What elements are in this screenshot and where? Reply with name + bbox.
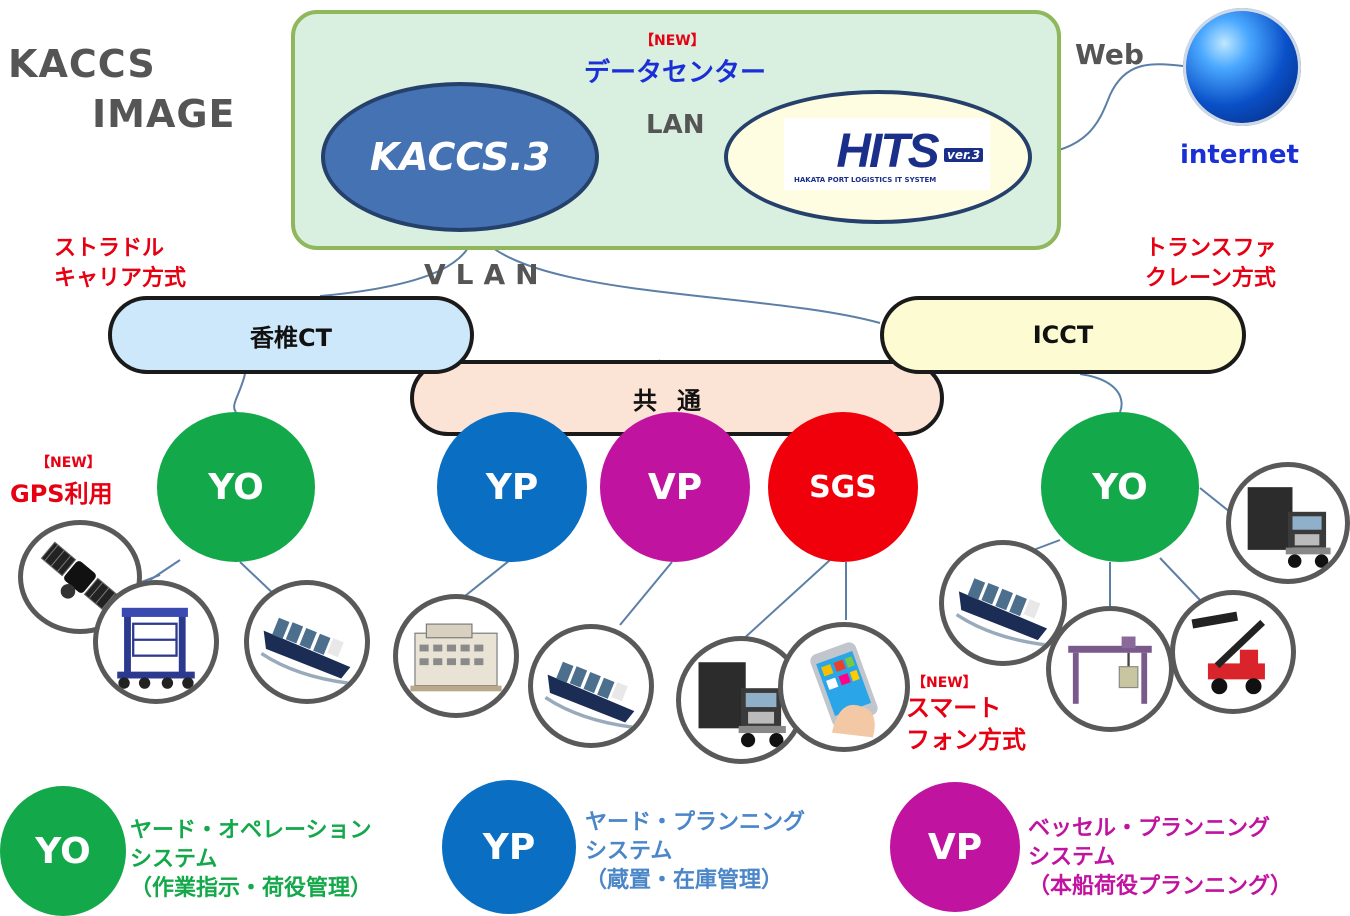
hits-logo-text: HITS xyxy=(836,125,939,178)
line-yo-stacker xyxy=(1159,557,1201,601)
yo-right-node: YO xyxy=(1041,412,1199,562)
datacenter-new-tag: 【NEW】 xyxy=(640,33,705,49)
legend-yo-circle: YO xyxy=(0,786,126,916)
yp-node: YP xyxy=(437,412,587,562)
line-yp-warehouse xyxy=(459,559,511,601)
line-vp-ship xyxy=(619,561,673,626)
warehouse-icon xyxy=(393,594,519,718)
smartphone-line1: スマート xyxy=(906,694,1002,722)
line-icct-yo xyxy=(1079,373,1123,413)
transfer-line1: トランスファ xyxy=(1145,236,1277,261)
legend-yp-line3: （蔵置・在庫管理） xyxy=(585,868,784,893)
yo-left-node: YO xyxy=(157,412,315,562)
truck-icon xyxy=(1226,462,1350,584)
straddle-line1: ストラドル xyxy=(54,236,165,261)
legend-vp-line2: システム xyxy=(1028,845,1116,870)
legend-yo-line1: ヤード・オペレーション xyxy=(130,818,372,843)
transfer-method-label: トランスファ クレーン方式 xyxy=(1145,234,1277,294)
legend-yo-line2: システム xyxy=(130,847,218,872)
kaccs-node: KACCS.3 xyxy=(321,82,599,232)
datacenter-label: データセンター xyxy=(584,58,767,88)
hits-logo: HITS ver.3 HAKATA PORT LOGISTICS IT SYST… xyxy=(784,118,990,190)
globe-icon xyxy=(1183,8,1301,126)
straddle-method-label: ストラドル キャリア方式 xyxy=(54,234,186,294)
web-line xyxy=(1031,63,1184,156)
legend-yp-text: ヤード・プランニング システム （蔵置・在庫管理） xyxy=(585,808,805,895)
transfer-line2: クレーン方式 xyxy=(1145,266,1276,291)
container-ship-icon xyxy=(244,580,370,704)
straddle-line2: キャリア方式 xyxy=(54,266,187,291)
internet-label: internet xyxy=(1180,140,1299,170)
vlan-line-right xyxy=(474,229,881,324)
legend-yo-line3: （作業指示・荷役管理） xyxy=(130,876,373,901)
legend-yp-line1: ヤード・プランニング xyxy=(585,810,806,835)
straddle-carrier-icon xyxy=(93,580,219,704)
satellite-icon xyxy=(18,520,142,634)
legend-vp-circle: VP xyxy=(890,782,1020,912)
gantry-crane-icon xyxy=(1046,606,1174,732)
icct-node: ICCT xyxy=(880,296,1246,374)
kashii-ct-node: 香椎CT xyxy=(108,296,474,374)
container-ship-icon xyxy=(528,624,654,748)
smartphone-label: スマート フォン方式 xyxy=(906,692,1026,756)
sgs-node: SGS xyxy=(768,412,918,562)
gps-new-tag: 【NEW】 xyxy=(36,455,101,471)
legend-yp-line2: システム xyxy=(585,839,673,864)
line-sgs-truck xyxy=(739,559,831,643)
smartphone-line2: フォン方式 xyxy=(906,726,1026,754)
line-kashii-yo xyxy=(233,373,246,413)
smartphone-new-tag: 【NEW】 xyxy=(912,675,977,691)
legend-yp-circle: YP xyxy=(442,780,576,914)
gps-label: GPS利用 xyxy=(10,480,113,508)
smartphone-icon xyxy=(778,622,910,752)
legend-vp-line1: ベッセル・プランニング xyxy=(1028,816,1271,841)
web-label: Web xyxy=(1075,38,1144,71)
vp-node: VP xyxy=(600,412,750,562)
diagram-title-line1: KACCS xyxy=(8,42,156,86)
lan-label: LAN xyxy=(646,110,705,140)
vlan-label: VLAN xyxy=(424,258,549,291)
hits-subtitle: HAKATA PORT LOGISTICS IT SYSTEM xyxy=(794,176,937,184)
diagram-title-line2: IMAGE xyxy=(92,92,236,136)
container-ship-icon xyxy=(939,540,1067,666)
legend-vp-line3: （本船荷役プランニング） xyxy=(1028,874,1293,899)
reach-stacker-icon xyxy=(1170,590,1296,714)
legend-vp-text: ベッセル・プランニング システム （本船荷役プランニング） xyxy=(1028,814,1292,901)
legend-yo-text: ヤード・オペレーション システム （作業指示・荷役管理） xyxy=(130,816,372,903)
hits-version: ver.3 xyxy=(944,148,984,162)
